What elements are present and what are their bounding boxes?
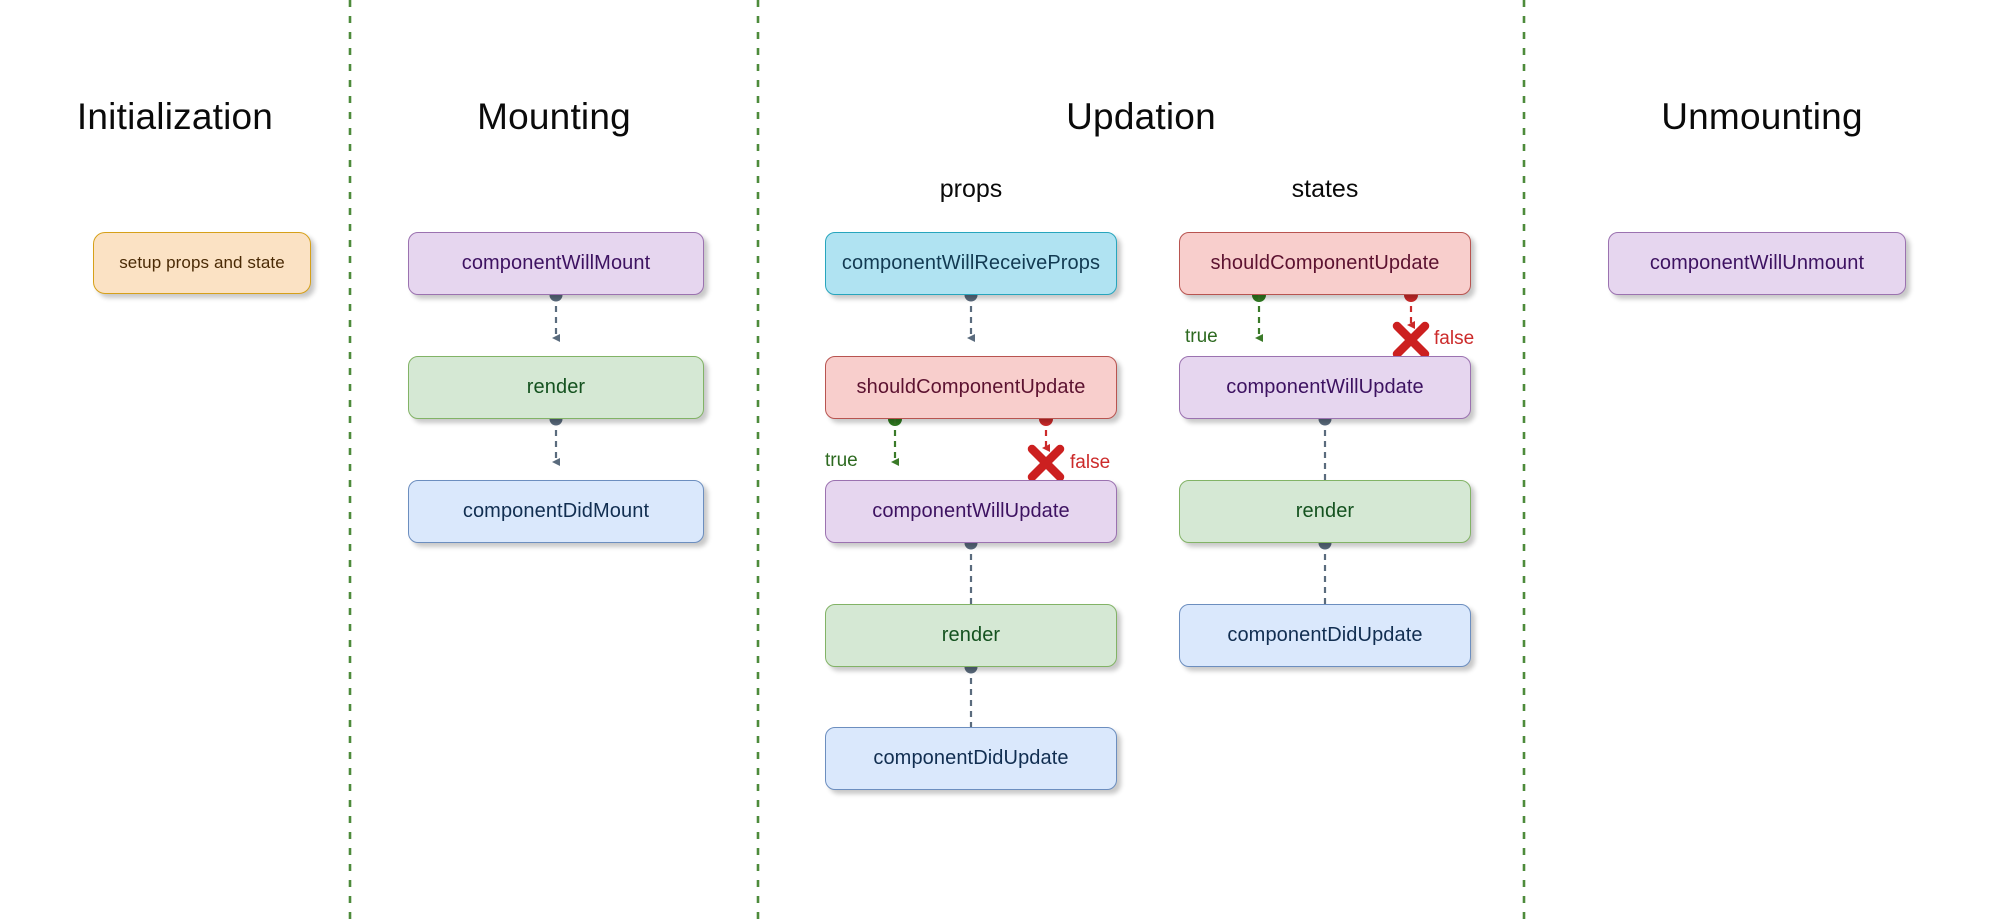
column-title-updation: Updation: [1066, 96, 1216, 137]
states-false-x-icon: [1392, 321, 1430, 359]
node-render-states[interactable]: render: [1179, 480, 1471, 543]
node-component-will-receive-props[interactable]: componentWillReceiveProps: [825, 232, 1117, 295]
node-component-will-unmount[interactable]: componentWillUnmount: [1608, 232, 1906, 295]
node-component-did-update-props[interactable]: componentDidUpdate: [825, 727, 1117, 790]
node-component-did-mount[interactable]: componentDidMount: [408, 480, 704, 543]
branch-label-states-false: false: [1434, 328, 1475, 349]
node-component-did-update-states[interactable]: componentDidUpdate: [1179, 604, 1471, 667]
column-title-unmounting: Unmounting: [1661, 96, 1863, 137]
props-false-x-icon: [1027, 444, 1065, 482]
node-should-component-update-props[interactable]: shouldComponentUpdate: [825, 356, 1117, 419]
connector-receive-props-to-should-update: [964, 288, 978, 342]
branch-label-props-true: true: [825, 450, 858, 471]
column-title-mounting: Mounting: [477, 96, 631, 137]
connector-props-should-update-true: [888, 412, 902, 466]
node-component-will-update-states[interactable]: componentWillUpdate: [1179, 356, 1471, 419]
node-render-props[interactable]: render: [825, 604, 1117, 667]
connector-states-should-update-true: [1252, 288, 1266, 342]
node-setup-props-and-state[interactable]: setup props and state: [93, 232, 311, 294]
connector-render-to-did-mount: [549, 412, 563, 466]
column-title-initialization: Initialization: [76, 96, 274, 137]
branch-label-props-false: false: [1070, 452, 1111, 473]
subcolumn-title-states: states: [1291, 175, 1359, 203]
node-render-mounting[interactable]: render: [408, 356, 704, 419]
connector-states-render-to-did-update: [1318, 536, 1332, 618]
branch-label-states-true: true: [1185, 326, 1218, 347]
node-component-will-mount[interactable]: componentWillMount: [408, 232, 704, 295]
connector-will-mount-to-render: [549, 288, 563, 342]
node-should-component-update-states[interactable]: shouldComponentUpdate: [1179, 232, 1471, 295]
connector-states-will-update-to-render: [1318, 412, 1332, 494]
subcolumn-title-props: props: [939, 175, 1003, 203]
node-component-will-update-props[interactable]: componentWillUpdate: [825, 480, 1117, 543]
